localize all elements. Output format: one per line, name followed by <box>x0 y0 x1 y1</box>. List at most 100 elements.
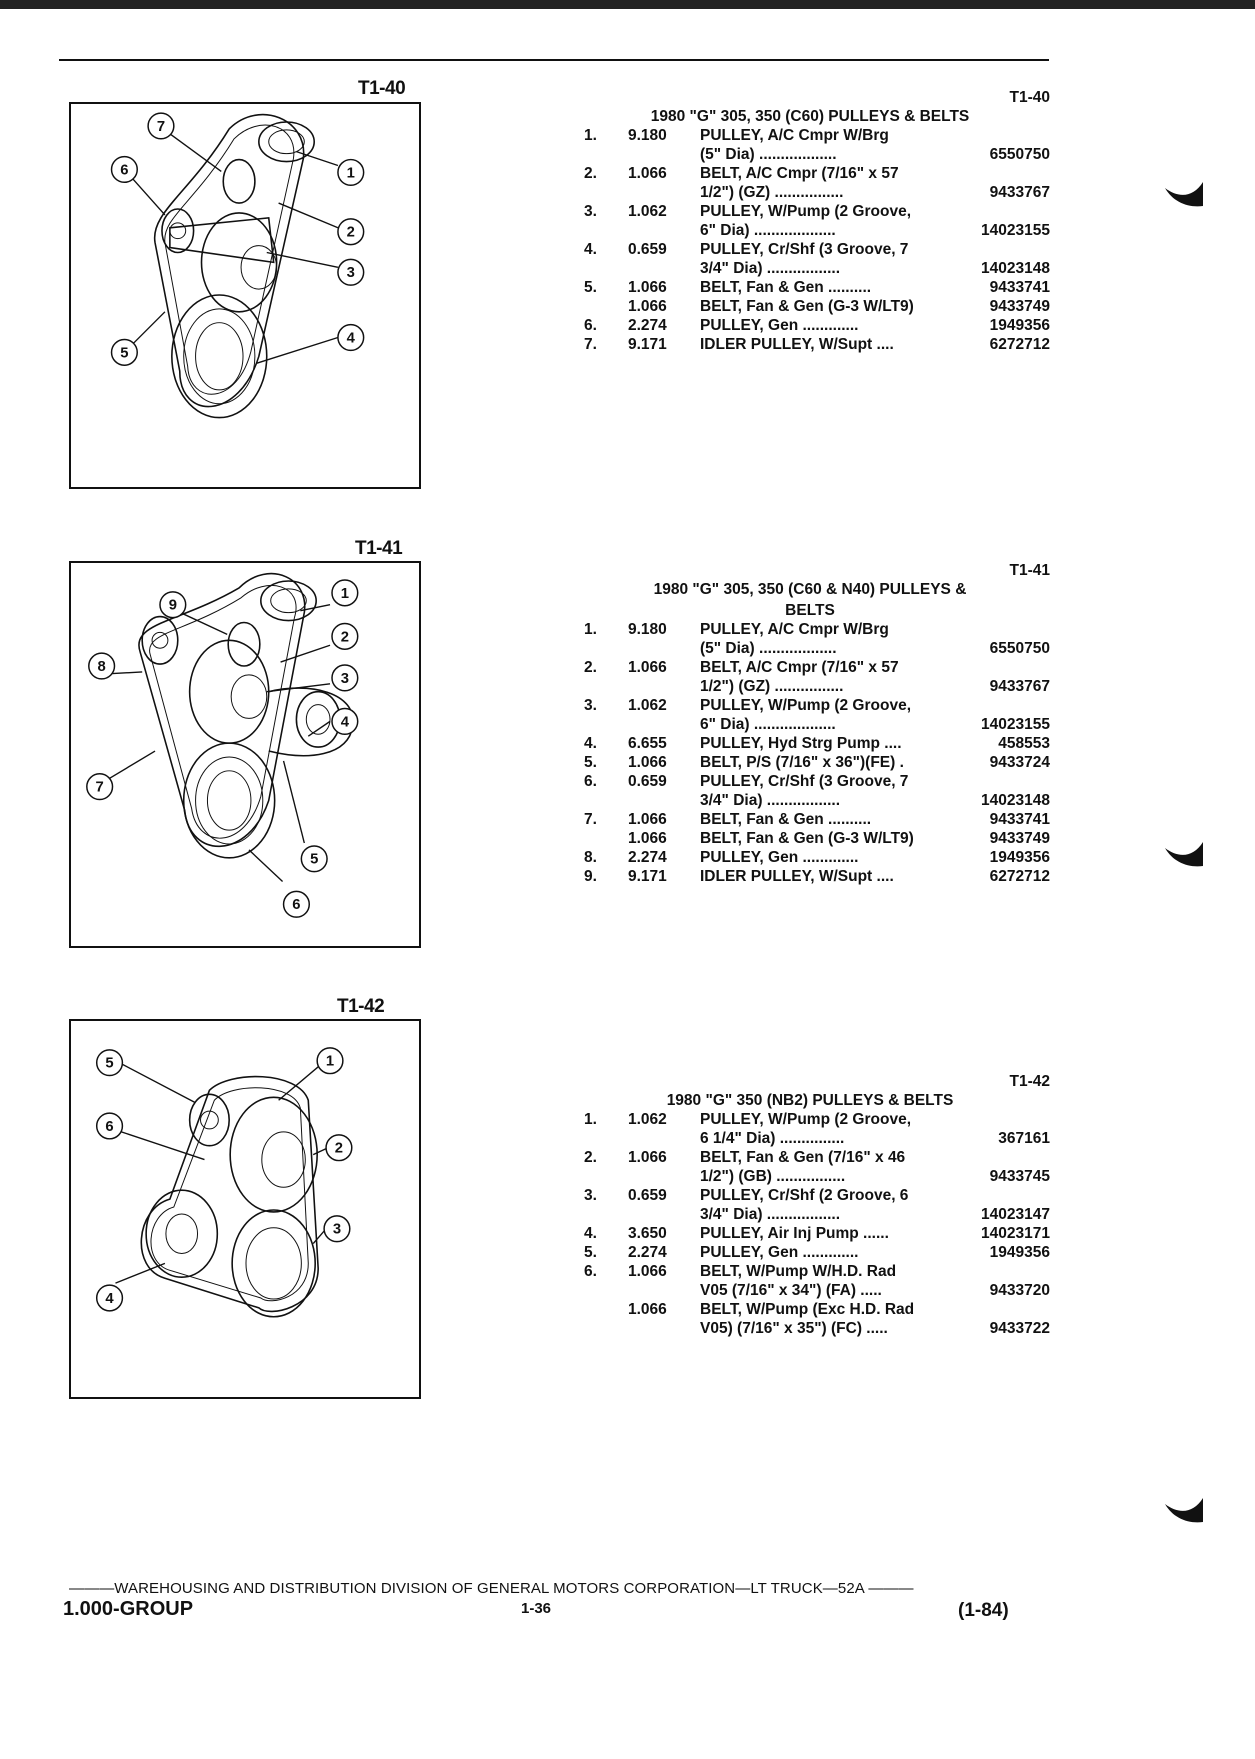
part-number: 14023148 <box>977 259 1050 278</box>
scan-artifact-mark <box>1165 842 1203 867</box>
callout-6: 6 <box>282 890 311 918</box>
air-pump-pulley <box>145 1189 219 1279</box>
gen-hub <box>169 222 187 240</box>
group-number: 1.066 <box>628 830 667 847</box>
water-pump-hub <box>240 245 278 290</box>
arrow-1 <box>296 150 339 167</box>
figure-t1-42-diagram: 1 2 3 4 5 6 <box>69 1019 421 1399</box>
svg-text:1: 1 <box>341 586 349 602</box>
item-number: 2. <box>584 1149 597 1166</box>
parts-row: 1/2") (GZ) ................9433767 <box>570 183 1050 202</box>
parts-row: V05 (7/16" x 34") (FA) .....9433720 <box>570 1281 1050 1300</box>
arrow-5 <box>282 760 305 844</box>
part-number: 9433720 <box>985 1281 1050 1300</box>
parts-row: 6 1/4" Dia) ...............367161 <box>570 1129 1050 1148</box>
arrow-6 <box>115 1129 205 1161</box>
part-description: PULLEY, W/Pump (2 Groove, <box>700 203 911 220</box>
group-number: 1.062 <box>628 203 667 220</box>
item-number: 8. <box>584 849 597 866</box>
part-number: 14023171 <box>977 1224 1050 1243</box>
belt-outline <box>140 1075 319 1313</box>
item-number: 7. <box>584 336 597 353</box>
water-pump-pulley <box>200 212 278 313</box>
part-description: PULLEY, W/Pump (2 Groove, <box>700 697 911 714</box>
gen-pulley <box>141 615 179 665</box>
crank-hub <box>206 770 252 831</box>
figure-label-t1-41: T1-41 <box>355 538 403 559</box>
item-number: 3. <box>584 1187 597 1204</box>
part-description: 1/2") (GZ) ................ <box>700 184 844 201</box>
item-number: 2. <box>584 165 597 182</box>
item-number: 6. <box>584 317 597 334</box>
top-scan-border <box>0 0 1255 9</box>
part-description: (5" Dia) .................. <box>700 146 837 163</box>
section-code: T1-41 <box>1009 562 1051 579</box>
item-number: 5. <box>584 754 597 771</box>
parts-row: 1.066 BELT, W/Pump (Exc H.D. Rad <box>570 1300 1050 1319</box>
group-number: 1.066 <box>628 1301 667 1318</box>
belt-cross <box>169 217 275 264</box>
belt-diagram-t1-41: 1 2 3 4 5 6 7 8 9 <box>86 572 359 918</box>
arrow-5 <box>131 311 166 345</box>
item-number: 9. <box>584 868 597 885</box>
water-pump-pulley <box>229 1096 318 1213</box>
svg-text:2: 2 <box>341 629 349 645</box>
svg-text:3: 3 <box>341 671 349 687</box>
footer-date-code: (1-84) <box>958 1600 1009 1621</box>
crank-groove <box>183 308 256 405</box>
part-description: 1/2") (GB) ................ <box>700 1168 846 1185</box>
arrow-1 <box>278 1062 324 1101</box>
gen-hub <box>151 631 169 649</box>
part-number: 9433741 <box>985 278 1050 297</box>
parts-row: (5" Dia) ..................6550750 <box>570 145 1050 164</box>
part-description: BELT, P/S (7/16" x 36")(FE) . <box>700 754 904 771</box>
part-description: BELT, W/Pump (Exc H.D. Rad <box>700 1301 915 1318</box>
part-number: 9433767 <box>985 677 1050 696</box>
part-description: BELT, Fan & Gen .......... <box>700 811 872 828</box>
parts-row: (5" Dia) ..................6550750 <box>570 639 1050 658</box>
part-number: 6272712 <box>985 335 1050 354</box>
svg-text:7: 7 <box>157 119 165 135</box>
group-number: 0.659 <box>628 1187 667 1204</box>
part-number: 9433741 <box>985 810 1050 829</box>
water-pump-hub <box>230 674 268 719</box>
item-number: 6. <box>584 773 597 790</box>
group-number: 1.066 <box>628 1263 667 1280</box>
part-description: PULLEY, Air Inj Pump ...... <box>700 1225 889 1242</box>
gen-hub <box>200 1110 219 1130</box>
arrow-6 <box>248 849 284 883</box>
parts-row: 3/4" Dia) .................14023147 <box>570 1205 1050 1224</box>
item-number: 1. <box>584 127 597 144</box>
arrow-3 <box>266 251 339 269</box>
callout-2: 2 <box>337 218 365 246</box>
callout-1: 1 <box>316 1047 344 1075</box>
group-number: 0.659 <box>628 773 667 790</box>
arrow-7 <box>169 133 222 172</box>
group-number: 3.650 <box>628 1225 667 1242</box>
belt-diagram-t1-42: 1 2 3 4 5 6 <box>95 1047 353 1318</box>
item-number: 4. <box>584 735 597 752</box>
svg-text:2: 2 <box>335 1141 343 1157</box>
parts-row: 6" Dia) ...................14023155 <box>570 221 1050 240</box>
group-number: 2.274 <box>628 317 667 334</box>
gen-pulley <box>161 208 195 254</box>
arrow-5 <box>115 1060 195 1103</box>
part-description: BELT, Fan & Gen .......... <box>700 279 872 296</box>
callout-2: 2 <box>331 622 359 650</box>
belt-outline <box>138 572 306 847</box>
part-description: BELT, Fan & Gen (7/16" x 46 <box>700 1149 906 1166</box>
part-description: BELT, A/C Cmpr (7/16" x 57 <box>700 659 899 676</box>
ac-pulley-hub <box>268 129 305 155</box>
part-number: 367161 <box>994 1129 1050 1148</box>
callout-3: 3 <box>337 258 365 286</box>
